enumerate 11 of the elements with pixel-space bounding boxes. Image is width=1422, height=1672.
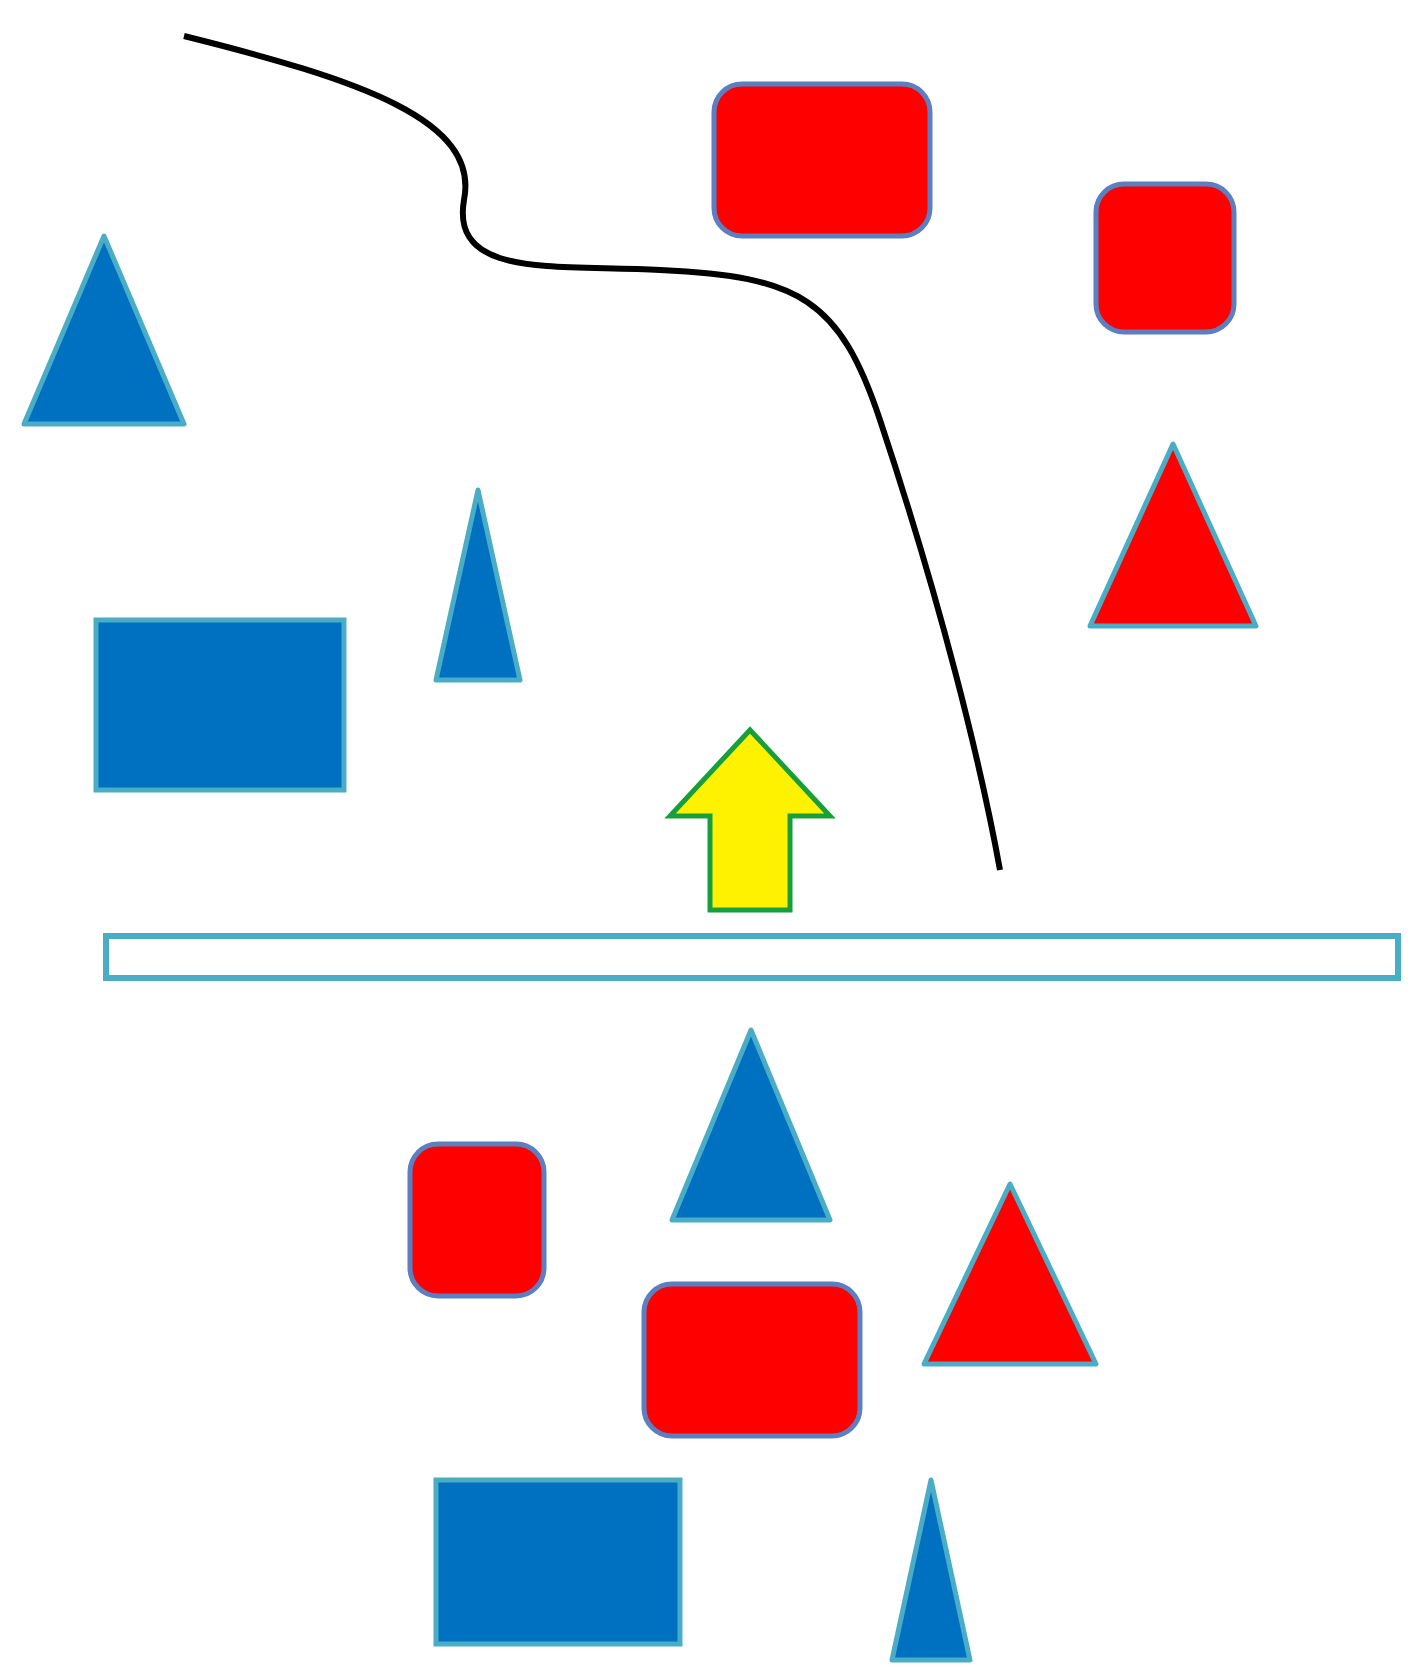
bar — [103, 933, 1401, 981]
rectangle — [93, 617, 347, 793]
triangle — [669, 1027, 833, 1223]
triangle — [921, 1181, 1099, 1367]
rounded-square — [711, 81, 933, 239]
triangle — [889, 1477, 973, 1663]
triangle — [433, 487, 523, 683]
rectangle — [433, 1477, 683, 1647]
triangle — [1087, 441, 1259, 629]
rounded-square — [641, 1281, 863, 1439]
triangle — [21, 233, 187, 427]
